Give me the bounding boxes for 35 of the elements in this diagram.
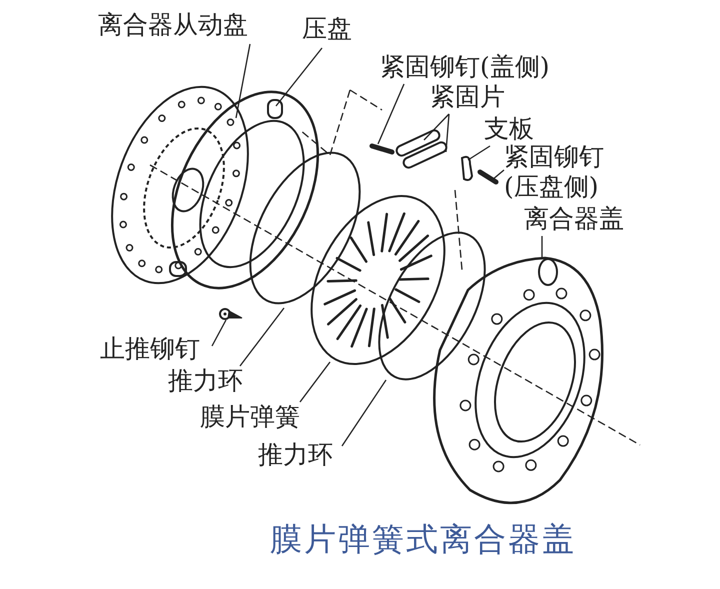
diaphragm-spring-drawing bbox=[310, 195, 446, 365]
leader-line bbox=[276, 48, 322, 106]
leader-line bbox=[299, 362, 331, 402]
leader-line bbox=[239, 308, 285, 366]
leader-line bbox=[492, 170, 504, 180]
leader-line bbox=[541, 236, 543, 258]
part-label: 膜片弹簧 bbox=[200, 402, 316, 432]
leader-line bbox=[377, 84, 405, 144]
clutch-cover-drawing bbox=[433, 256, 604, 504]
part-label: 紧固铆钉(压盘侧) bbox=[504, 142, 616, 202]
thrust-ring-drawing bbox=[378, 232, 486, 380]
thrust-ring-drawing bbox=[249, 152, 361, 304]
part-label: 离合器盖 bbox=[524, 204, 640, 234]
rivet-drawing bbox=[370, 144, 394, 154]
part-label: 止推铆钉 bbox=[100, 334, 212, 364]
leader-line bbox=[468, 145, 490, 161]
part-label: 紧固铆钉(盖侧) bbox=[380, 52, 576, 82]
stop-rivet-drawing bbox=[219, 308, 242, 320]
part-label: 支板 bbox=[484, 114, 546, 144]
part-label: 离合器从动盘 bbox=[98, 10, 288, 40]
leader-line bbox=[211, 320, 227, 346]
part-label: 压盘 bbox=[302, 14, 362, 44]
driven-disc-drawing bbox=[111, 86, 249, 284]
part-label: 推力环 bbox=[258, 440, 344, 470]
support-plate-drawing bbox=[461, 156, 473, 181]
leader-line bbox=[445, 114, 450, 152]
part-label: 推力环 bbox=[168, 366, 254, 396]
leader-line bbox=[341, 380, 387, 446]
strap-bar bbox=[394, 128, 442, 158]
part-label: 紧固片 bbox=[430, 82, 516, 112]
caption: 膜片弹簧式离合器盖 bbox=[270, 519, 576, 560]
strap-bar bbox=[401, 140, 449, 170]
pressure-plate-drawing bbox=[169, 90, 320, 290]
leader-line bbox=[424, 114, 450, 140]
rivet-drawing bbox=[478, 170, 498, 184]
